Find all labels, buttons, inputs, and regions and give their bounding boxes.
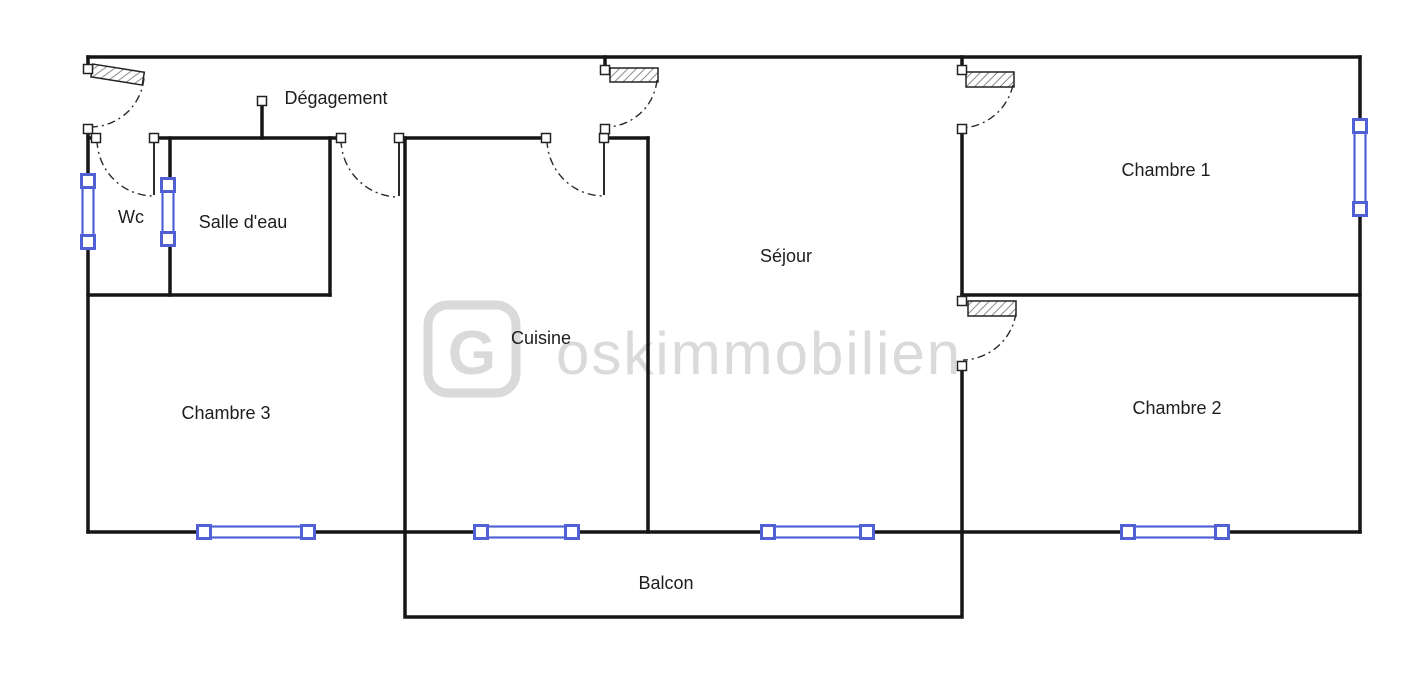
junction-marker bbox=[956, 295, 968, 307]
window-marker bbox=[1120, 524, 1136, 540]
room-label-balcon: Balcon bbox=[638, 573, 693, 593]
window-marker bbox=[196, 524, 212, 540]
wall-balcony bbox=[403, 530, 964, 619]
door-arc-cuisine bbox=[546, 139, 605, 197]
door-leaf-entrance bbox=[90, 63, 146, 86]
door-arc-chambre2 bbox=[962, 312, 1017, 361]
window-marker bbox=[1352, 118, 1368, 134]
room-label-chambre1: Chambre 1 bbox=[1121, 160, 1210, 180]
door-arc-corridor bbox=[340, 139, 400, 198]
junction-marker bbox=[599, 64, 611, 76]
room-label-salle-deau: Salle d'eau bbox=[199, 212, 288, 232]
junction-marker bbox=[956, 360, 968, 372]
window-marker bbox=[760, 524, 776, 540]
junction-marker bbox=[540, 132, 552, 144]
window-marker bbox=[80, 173, 96, 189]
junction-marker bbox=[90, 132, 102, 144]
window-marker bbox=[160, 231, 176, 247]
junction-marker bbox=[82, 123, 94, 135]
window-left-wall bbox=[81, 179, 95, 244]
junction-marker bbox=[599, 123, 611, 135]
windows bbox=[80, 118, 1368, 540]
watermark-text: oskimmobilien bbox=[556, 320, 962, 387]
room-label-wc: Wc bbox=[118, 207, 144, 227]
outer-walls bbox=[86, 55, 1362, 534]
window-marker bbox=[80, 234, 96, 250]
window-marker bbox=[564, 524, 580, 540]
door-arc-chambre1 bbox=[961, 84, 1014, 129]
junction-marker bbox=[256, 95, 268, 107]
interior-walls bbox=[86, 55, 1362, 619]
room-label-degagement: Dégagement bbox=[284, 88, 387, 108]
window-chambre2-bottom bbox=[1126, 525, 1224, 539]
junction-marker bbox=[335, 132, 347, 144]
window-marker bbox=[473, 524, 489, 540]
window-chambre1-right bbox=[1353, 124, 1367, 211]
door-leaf-sejour bbox=[609, 67, 659, 83]
doors bbox=[89, 63, 1017, 361]
door-arc-sejour bbox=[604, 79, 658, 128]
window-marker bbox=[1214, 524, 1230, 540]
window-cuisine-bottom bbox=[479, 525, 574, 539]
door-arc-entrance bbox=[89, 77, 145, 128]
window-sejour-bottom bbox=[766, 525, 869, 539]
watermark: G oskimmobilien bbox=[423, 300, 962, 398]
door-arc-wc bbox=[96, 139, 155, 197]
room-label-chambre3: Chambre 3 bbox=[181, 403, 270, 423]
window-marker bbox=[1352, 201, 1368, 217]
window-interior-partition bbox=[161, 183, 175, 241]
watermark-logo-letter: G bbox=[448, 319, 496, 388]
watermark-logo-icon bbox=[423, 300, 521, 398]
room-labels: Dégagement Wc Salle d'eau Séjour Chambre… bbox=[118, 88, 1222, 593]
junction-marker bbox=[598, 132, 610, 144]
junction-marker bbox=[956, 64, 968, 76]
window-marker bbox=[859, 524, 875, 540]
door-leaf-chambre2 bbox=[967, 300, 1017, 317]
window-marker bbox=[160, 177, 176, 193]
room-label-cuisine: Cuisine bbox=[511, 328, 571, 348]
window-marker bbox=[300, 524, 316, 540]
junction-marker bbox=[82, 63, 94, 75]
door-leaf-chambre1 bbox=[965, 71, 1015, 88]
room-label-sejour: Séjour bbox=[760, 246, 812, 266]
junction-marker bbox=[393, 132, 405, 144]
junction-marker bbox=[956, 123, 968, 135]
room-label-chambre2: Chambre 2 bbox=[1132, 398, 1221, 418]
junction-marker bbox=[148, 132, 160, 144]
window-chambre3-bottom bbox=[202, 525, 310, 539]
